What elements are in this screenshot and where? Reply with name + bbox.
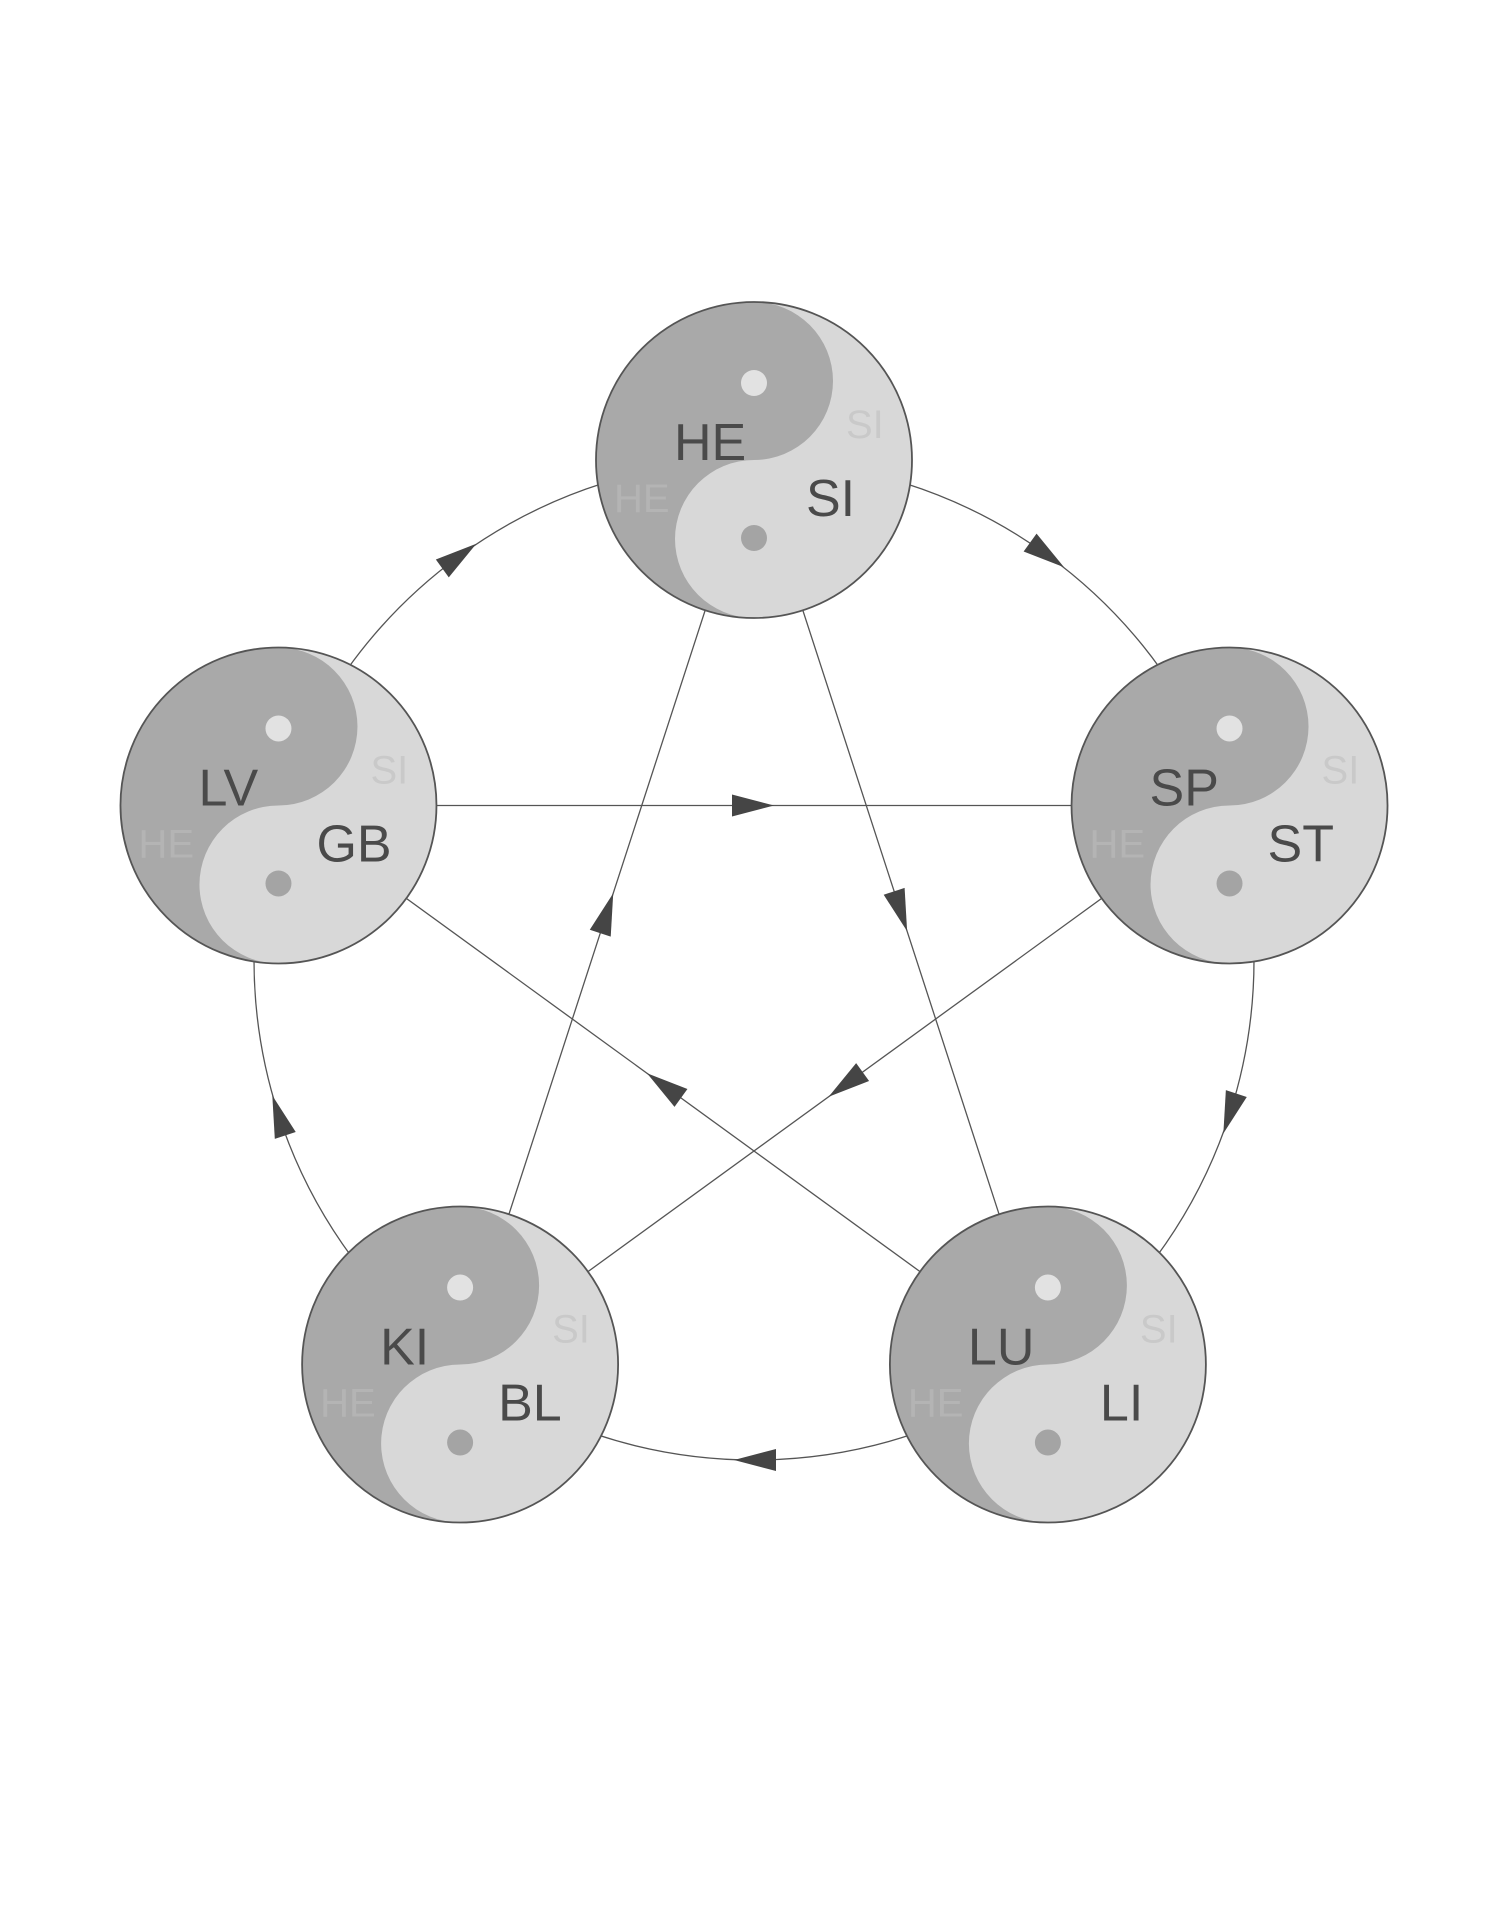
label-lv-yang: GB — [316, 815, 391, 873]
arrow-ki-to-lv-icon — [272, 1095, 296, 1139]
arrow-sp-to-lu-icon — [1223, 1090, 1247, 1134]
label-sp-yin: SP — [1150, 759, 1219, 817]
yin-dot — [1034, 1429, 1061, 1456]
node-outline — [1070, 646, 1389, 965]
yin-dot — [741, 525, 767, 551]
yin-dot — [1216, 870, 1243, 897]
ghost-label-left: HE — [614, 477, 670, 521]
ghost-label-left: HE — [320, 1382, 376, 1426]
organ-nodes: HE SI HE SI HE SI SP ST HE SI LU LI HE SI KI BL HE SI LV GB — [119, 301, 1389, 1524]
ghost-label-right: SI — [370, 748, 408, 792]
arrow-sp-to-ki-icon — [828, 1063, 870, 1097]
yin-half — [302, 1206, 540, 1523]
node-he: HE SI HE SI — [595, 301, 913, 619]
arrow-lv-to-he-icon — [435, 543, 477, 578]
yin-half — [889, 1206, 1127, 1523]
yin-half — [1071, 647, 1309, 964]
node-outline — [888, 1205, 1207, 1524]
ghost-label-right: SI — [1140, 1308, 1178, 1352]
arrow-lu-to-lv-icon — [647, 1073, 688, 1107]
arrow-lu-to-ki-icon — [734, 1449, 776, 1471]
ghost-label-right: SI — [552, 1308, 590, 1352]
yin-half — [596, 302, 833, 618]
node-ki: HE SI KI BL — [301, 1205, 620, 1524]
node-outline — [301, 1205, 620, 1524]
ghost-label-left: HE — [1090, 822, 1146, 866]
yin-dot — [265, 870, 292, 897]
node-lv: HE SI LV GB — [119, 646, 438, 965]
label-lu-yang: LI — [1100, 1375, 1143, 1433]
yang-dot — [1216, 715, 1243, 742]
node-sp: HE SI SP ST — [1070, 646, 1389, 965]
label-lu-yin: LU — [968, 1319, 1034, 1377]
label-ki-yin: KI — [380, 1319, 429, 1377]
label-sp-yang: ST — [1268, 815, 1334, 873]
arrow-he-to-lu-icon — [883, 887, 908, 932]
arrow-ki-to-he-icon — [589, 893, 614, 937]
ghost-label-right: SI — [846, 403, 884, 447]
ghost-label-left: HE — [138, 822, 194, 866]
yang-dot — [741, 370, 767, 396]
ghost-label-left: HE — [908, 1382, 964, 1426]
node-outline — [595, 301, 913, 619]
node-lu: HE SI LU LI — [888, 1205, 1207, 1524]
label-he-yang: SI — [806, 470, 855, 528]
ghost-label-right: SI — [1322, 748, 1360, 792]
yang-dot — [447, 1274, 474, 1301]
arrow-he-to-sp-icon — [1023, 533, 1065, 568]
label-lv-yin: LV — [198, 759, 258, 817]
node-outline — [119, 646, 438, 965]
arrow-lv-to-sp-icon — [732, 794, 774, 817]
label-ki-yang: BL — [498, 1375, 562, 1433]
yang-dot — [265, 715, 292, 742]
yin-half — [120, 647, 358, 964]
yang-dot — [1034, 1274, 1061, 1301]
yin-dot — [447, 1429, 474, 1456]
label-he-yin: HE — [674, 414, 746, 472]
